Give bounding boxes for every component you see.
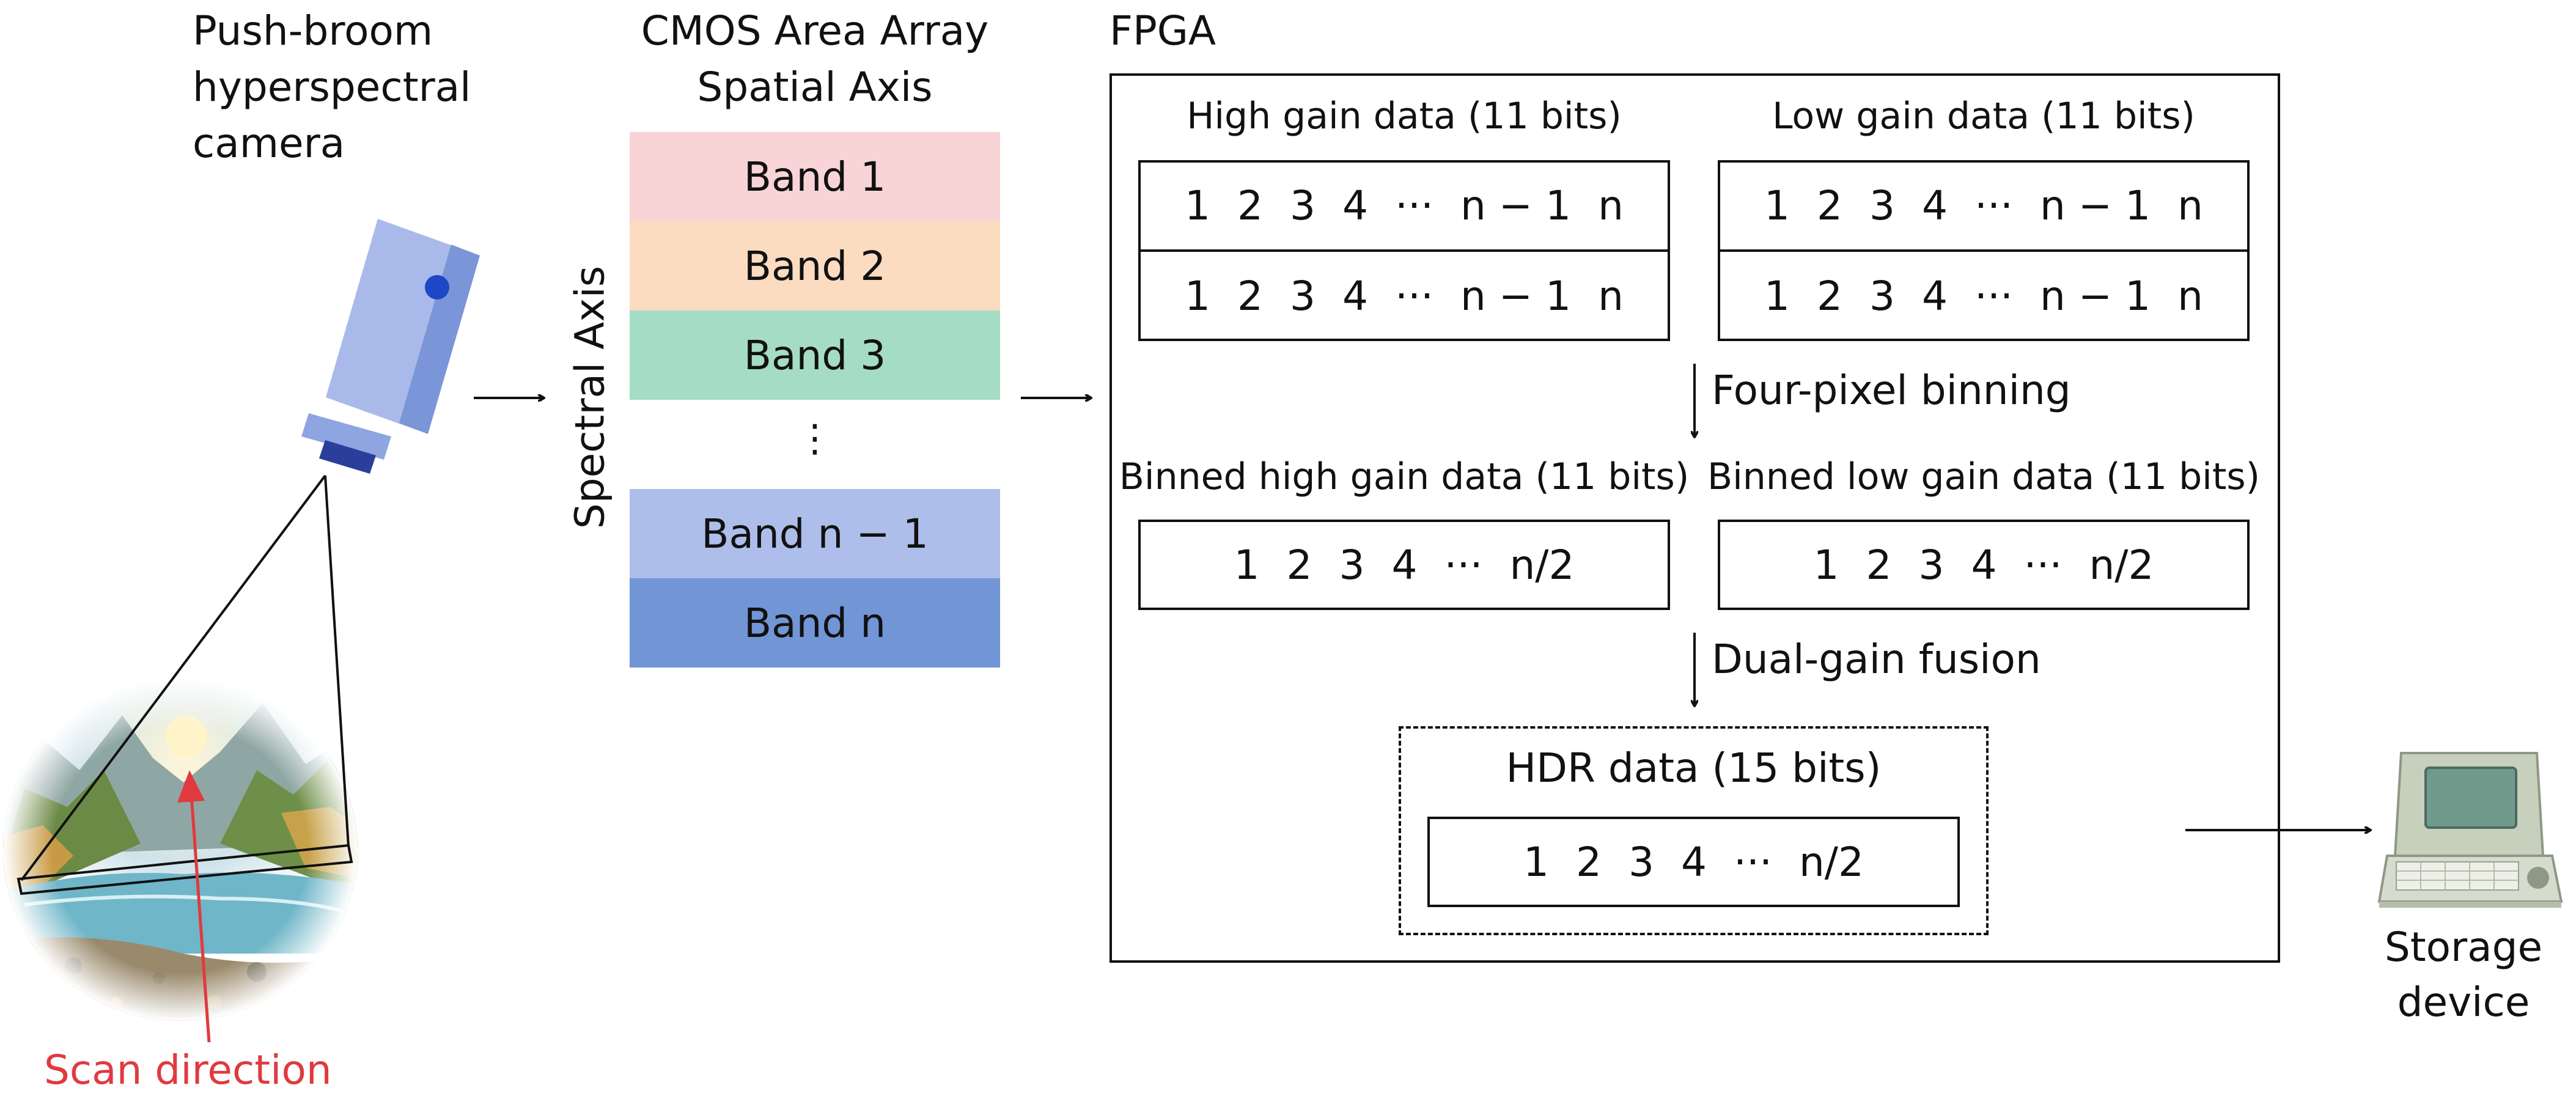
cell: 3 bbox=[1869, 182, 1896, 229]
camera-title-line-3: camera bbox=[193, 120, 345, 167]
cell: n − 1 bbox=[2040, 182, 2151, 229]
camera-title-line-2: hyperspectral bbox=[193, 64, 471, 111]
cell: 3 bbox=[1628, 838, 1654, 886]
cell: 4 bbox=[1922, 182, 1948, 229]
storage-label-line-1: Storage bbox=[2384, 924, 2543, 971]
cell: ··· bbox=[1444, 541, 1483, 589]
camera-icon bbox=[301, 219, 480, 474]
band-1-row: Band 1 bbox=[630, 132, 1000, 221]
cell: 3 bbox=[1918, 541, 1945, 589]
cell: ··· bbox=[1733, 838, 1772, 886]
camera-indicator-dot bbox=[425, 275, 449, 300]
cell: 3 bbox=[1339, 541, 1365, 589]
binned-high-gain-label: Binned high gain data (11 bits) bbox=[1119, 455, 1690, 498]
high-gain-row-2: 1 2 3 4 ··· n − 1 n bbox=[1138, 251, 1670, 341]
band-ellipsis: ⋮ bbox=[796, 416, 834, 460]
cell: ··· bbox=[1974, 272, 2013, 320]
cell: n/2 bbox=[2089, 541, 2154, 589]
band-3-row: Band 3 bbox=[630, 311, 1000, 400]
fusion-label: Dual-gain fusion bbox=[1712, 636, 2041, 683]
cell: 2 bbox=[1817, 272, 1843, 320]
binned-low-gain-label: Binned low gain data (11 bits) bbox=[1707, 455, 2261, 498]
cell: 1 bbox=[1764, 182, 1790, 229]
band-n-minus-1-row: Band n − 1 bbox=[630, 489, 1000, 578]
binned-high-gain-row: 1 2 3 4 ··· n/2 bbox=[1138, 520, 1670, 610]
high-gain-label: High gain data (11 bits) bbox=[1187, 95, 1622, 138]
cell: n/2 bbox=[1798, 838, 1864, 886]
cell: 3 bbox=[1869, 272, 1896, 320]
landscape-image bbox=[3, 679, 358, 1021]
cell: ··· bbox=[2023, 541, 2063, 589]
cell: 4 bbox=[1391, 541, 1418, 589]
hdr-dashed-frame bbox=[1399, 726, 1989, 935]
cell: 2 bbox=[1286, 541, 1312, 589]
cell: n bbox=[1598, 182, 1624, 229]
fpga-title: FPGA bbox=[1110, 7, 1216, 54]
scan-line-footprint bbox=[17, 844, 353, 896]
band-n-row: Band n bbox=[630, 578, 1000, 668]
low-gain-label: Low gain data (11 bits) bbox=[1772, 95, 2195, 138]
cell: 1 bbox=[1185, 272, 1211, 320]
cell: n − 1 bbox=[1460, 182, 1572, 229]
low-gain-divider bbox=[1718, 249, 2250, 252]
high-gain-row-1: 1 2 3 4 ··· n − 1 n bbox=[1138, 160, 1670, 251]
cmos-title-line-2: Spatial Axis bbox=[697, 64, 933, 111]
cell: 2 bbox=[1575, 838, 1602, 886]
hdr-box bbox=[1427, 817, 1960, 907]
storage-label: Storage device bbox=[2357, 920, 2570, 1030]
cell: ··· bbox=[1395, 272, 1433, 320]
camera-title-line-1: Push-broom bbox=[193, 7, 433, 54]
field-of-view bbox=[17, 474, 353, 896]
binning-label: Four-pixel binning bbox=[1712, 367, 2071, 414]
cell: 4 bbox=[1342, 182, 1369, 229]
cell: 4 bbox=[1971, 541, 1997, 589]
scan-direction-arrow bbox=[177, 770, 211, 1043]
cell: 3 bbox=[1290, 272, 1316, 320]
cell: 1 bbox=[1234, 541, 1260, 589]
hdr-label: HDR data (15 bits) bbox=[1506, 745, 1882, 792]
cmos-title-line-1: CMOS Area Array bbox=[641, 7, 989, 54]
cell: n/2 bbox=[1509, 541, 1575, 589]
cell: n bbox=[2177, 272, 2203, 320]
binned-low-gain-row: 1 2 3 4 ··· n/2 bbox=[1718, 520, 2250, 610]
cell: ··· bbox=[1395, 182, 1433, 229]
cell: 2 bbox=[1237, 272, 1264, 320]
cell: 1 bbox=[1813, 541, 1839, 589]
cell: 1 bbox=[1185, 182, 1211, 229]
camera-lens bbox=[319, 440, 376, 474]
cell: n − 1 bbox=[1460, 272, 1572, 320]
scan-direction-label: Scan direction bbox=[44, 1046, 332, 1094]
cell: n − 1 bbox=[2040, 272, 2151, 320]
cell: n bbox=[1598, 272, 1624, 320]
cell: n bbox=[2177, 182, 2203, 229]
camera-title: Push-broom hyperspectral camera bbox=[193, 3, 471, 172]
cell: 2 bbox=[1237, 182, 1264, 229]
cell: 1 bbox=[1764, 272, 1790, 320]
cell: 3 bbox=[1290, 182, 1316, 229]
high-gain-divider bbox=[1138, 249, 1670, 252]
low-gain-row-2: 1 2 3 4 ··· n − 1 n bbox=[1718, 251, 2250, 341]
low-gain-row-1: 1 2 3 4 ··· n − 1 n bbox=[1718, 160, 2250, 251]
band-2-row: Band 2 bbox=[630, 221, 1000, 311]
cell: ··· bbox=[1974, 182, 2013, 229]
binned-low-gain-box bbox=[1718, 520, 2250, 610]
spectral-axis-label: Spectral Axis bbox=[566, 265, 614, 529]
cell: 4 bbox=[1342, 272, 1369, 320]
fpga-frame bbox=[1110, 73, 2280, 963]
binned-high-gain-box bbox=[1138, 520, 1670, 610]
cell: 4 bbox=[1922, 272, 1948, 320]
cmos-title: CMOS Area Array Spatial Axis bbox=[611, 3, 1018, 116]
hdr-row: 1 2 3 4 ··· n/2 bbox=[1427, 817, 1960, 907]
cell: 4 bbox=[1680, 838, 1707, 886]
cell: 2 bbox=[1817, 182, 1843, 229]
cell: 1 bbox=[1523, 838, 1549, 886]
storage-device-icon bbox=[2377, 752, 2563, 908]
storage-label-line-2: device bbox=[2397, 979, 2530, 1026]
cell: 2 bbox=[1866, 541, 1892, 589]
